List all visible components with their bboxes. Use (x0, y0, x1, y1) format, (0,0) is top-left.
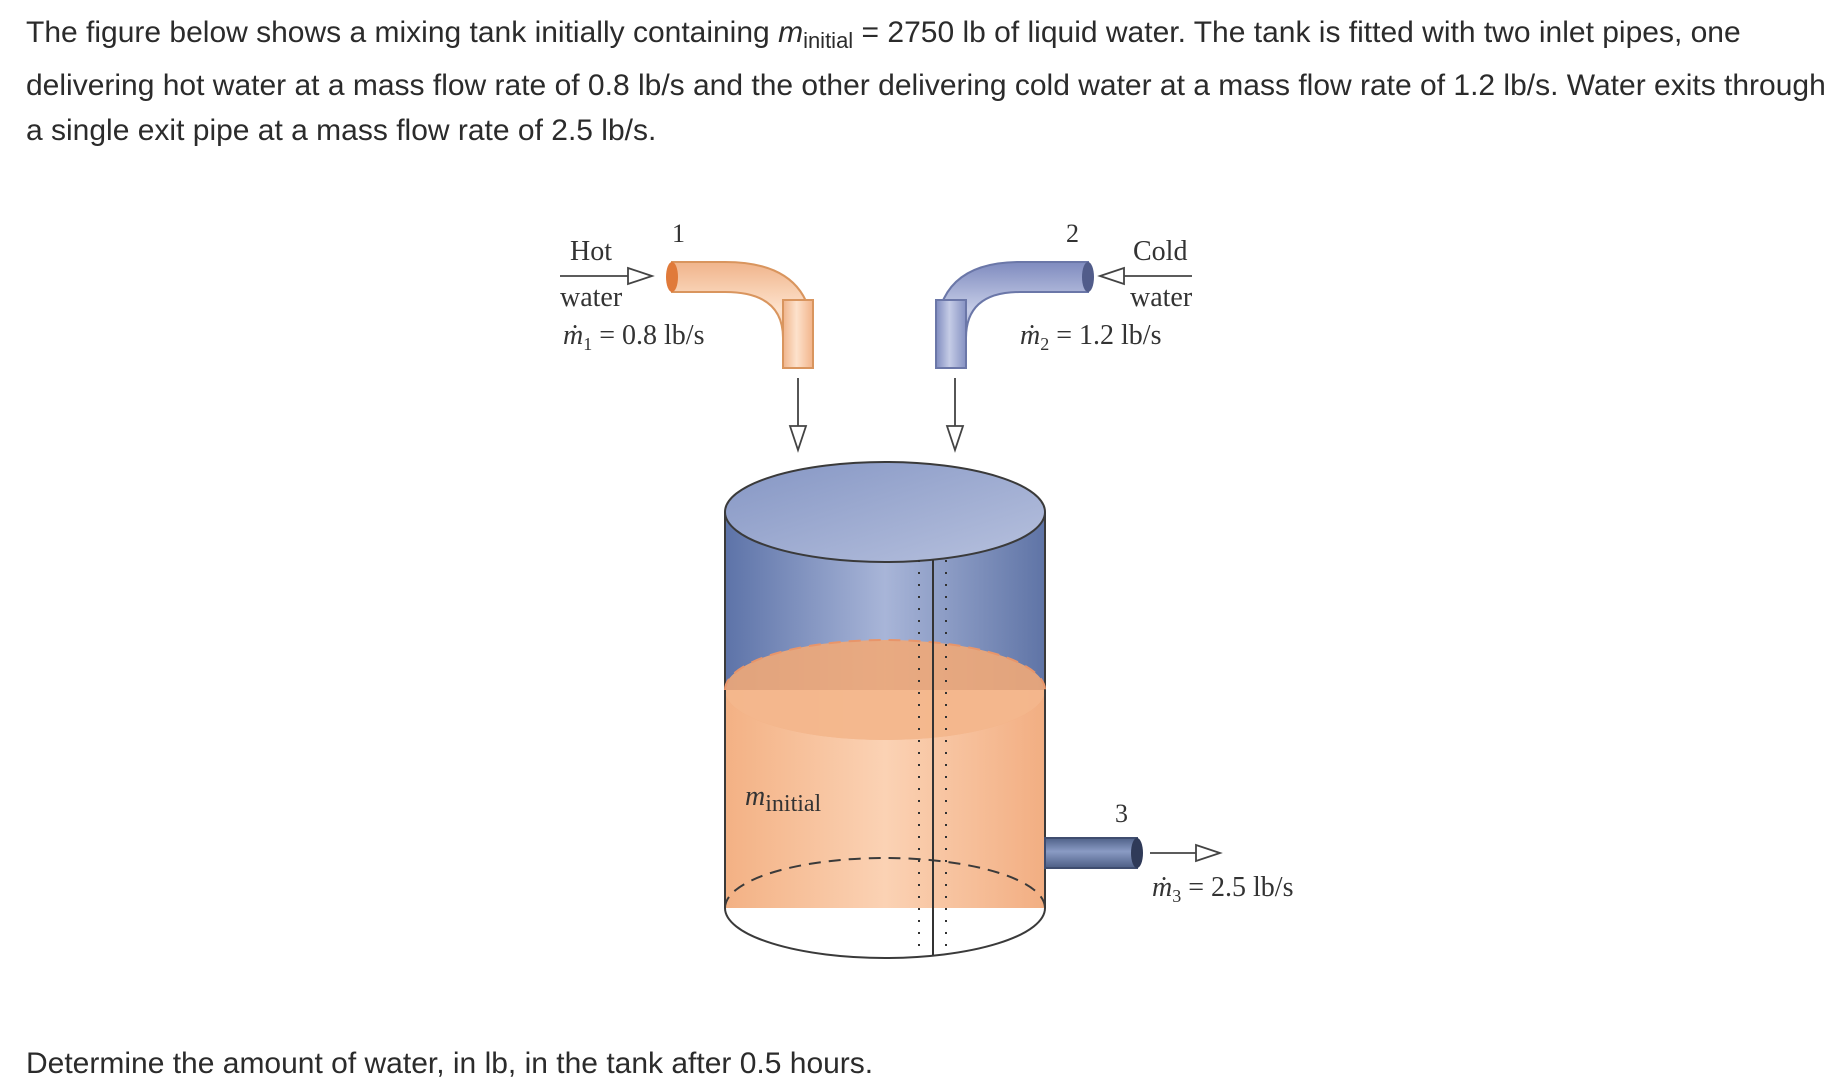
mdot1-label: ṁ1 = 0.8 lb/s (563, 320, 704, 354)
m-initial-symbol: minitial (778, 16, 854, 53)
mdot2-label: ṁ2 = 1.2 lb/s (1020, 320, 1161, 354)
problem-statement: The figure below shows a mixing tank ini… (26, 10, 1826, 153)
tank (724, 461, 1046, 959)
hot-label: Hot (570, 236, 612, 267)
cold-downflow-arrow (945, 378, 965, 453)
inlet-1-number: 1 (672, 219, 685, 248)
inlet-2-number: 2 (1066, 219, 1079, 248)
intro-text-1: The figure below shows a mixing tank ini… (26, 16, 779, 49)
hot-inflow-arrow (560, 266, 655, 286)
intro-text-2: = 2750 lb of liquid water. The tank is f… (26, 16, 1826, 147)
cold-inlet-pipe (935, 261, 1094, 369)
hot-downflow-arrow (788, 378, 808, 453)
hot-inlet-pipe (666, 261, 814, 369)
exit-pipe (1044, 837, 1143, 869)
mdot3-label: ṁ3 = 2.5 lb/s (1152, 872, 1293, 906)
hot-water-label: water (560, 282, 623, 313)
cold-inflow-arrow (1097, 266, 1192, 286)
question-text: Determine the amount of water, in lb, in… (26, 1047, 874, 1080)
m-initial-tank-label: minitial (745, 781, 822, 817)
exit-3-number: 3 (1115, 799, 1128, 828)
outflow-arrow (1150, 843, 1223, 863)
cold-water-label: water (1130, 282, 1193, 313)
cold-label: Cold (1133, 236, 1187, 267)
